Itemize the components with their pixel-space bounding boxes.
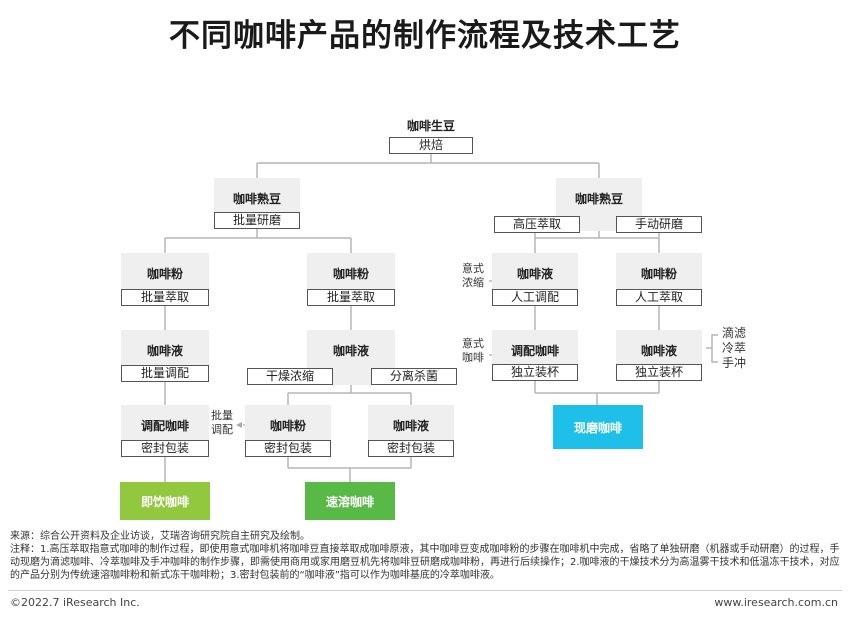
right-c2-label: 独立装杯 [492,364,578,381]
side-batch-blend-line1: 批量 [211,409,233,422]
left-b4-label: 密封包装 [368,440,454,457]
left-a3-label: 密封包装 [121,440,209,457]
side-batch-blend-line2: 调配 [211,423,233,436]
explanation-note: 注释：1.高压萃取指意式咖啡的制作过程，即使用意式咖啡机将咖啡豆直接萃取成咖啡原… [10,544,840,581]
side-italian-coffee-line1: 意式 [462,337,484,350]
right-d2-label: 独立装杯 [616,364,702,381]
right-c1-title: 咖啡液 [516,267,553,281]
final-instant-coffee: 速溶咖啡 [305,482,395,520]
left-a1-title: 咖啡粉 [146,267,183,281]
side-brew-line3: 手冲 [722,356,747,370]
page-title: 不同咖啡产品的制作流程及技术工艺 [169,18,681,54]
left-b4-title: 咖啡液 [392,419,429,433]
right-c1-label: 人工调配 [492,289,578,306]
source-note: 来源：综合公开资料及企业访谈，艾瑞咨询研究院自主研究及绘制。 [10,531,310,542]
right-d2-title: 咖啡液 [640,344,677,358]
right-d1-label: 人工萃取 [616,289,702,306]
side-italian-coffee-line2: 咖啡 [462,351,484,364]
right-c2-title: 调配咖啡 [510,344,559,358]
left-a2-title: 咖啡液 [146,344,183,358]
left-a3-title: 调配咖啡 [140,419,189,433]
footnote: 来源：综合公开资料及企业访谈，艾瑞咨询研究院自主研究及绘制。 注释：1.高压萃取… [10,530,845,582]
left-a1-label: 批量萃取 [121,289,209,306]
side-espresso-line1: 意式 [462,262,484,275]
right-top-label-right: 手动研磨 [616,216,702,233]
side-italian-coffee: 意式 咖啡 [458,337,488,365]
root-label: 烘焙 [389,137,473,154]
footer-divider [8,590,842,591]
side-espresso: 意式 浓缩 [458,262,488,290]
left-b3-label: 密封包装 [245,440,331,457]
side-batch-blend: 批量 调配 [207,409,237,437]
side-brew-line1: 滴滤 [722,326,747,340]
copyright: ©2022.7 iResearch Inc. [10,596,140,609]
left-top-label: 批量研磨 [214,212,300,229]
side-brew-methods: 滴滤 冷萃 手冲 [722,326,746,371]
side-espresso-line2: 浓缩 [462,276,484,289]
left-b3-title: 咖啡粉 [269,419,306,433]
right-d1-title: 咖啡粉 [640,267,677,281]
left-b2-label-right: 分离杀菌 [371,368,457,385]
final-rtd-coffee: 即饮咖啡 [120,482,210,520]
left-b1-label: 批量萃取 [307,289,395,306]
left-b2-title: 咖啡液 [332,344,369,358]
website: www.iresearch.com.cn [714,596,838,609]
right-top-title: 咖啡熟豆 [574,192,623,206]
left-b2-label-left: 干燥浓缩 [247,368,333,385]
final-fresh-coffee: 现磨咖啡 [553,405,643,449]
side-brew-line2: 冷萃 [722,341,747,355]
left-a2-label: 批量调配 [121,365,209,382]
left-b1-title: 咖啡粉 [332,267,369,281]
right-top-label-left: 高压萃取 [494,216,580,233]
root-title: 咖啡生豆 [406,119,455,133]
left-top-title: 咖啡熟豆 [232,192,281,206]
